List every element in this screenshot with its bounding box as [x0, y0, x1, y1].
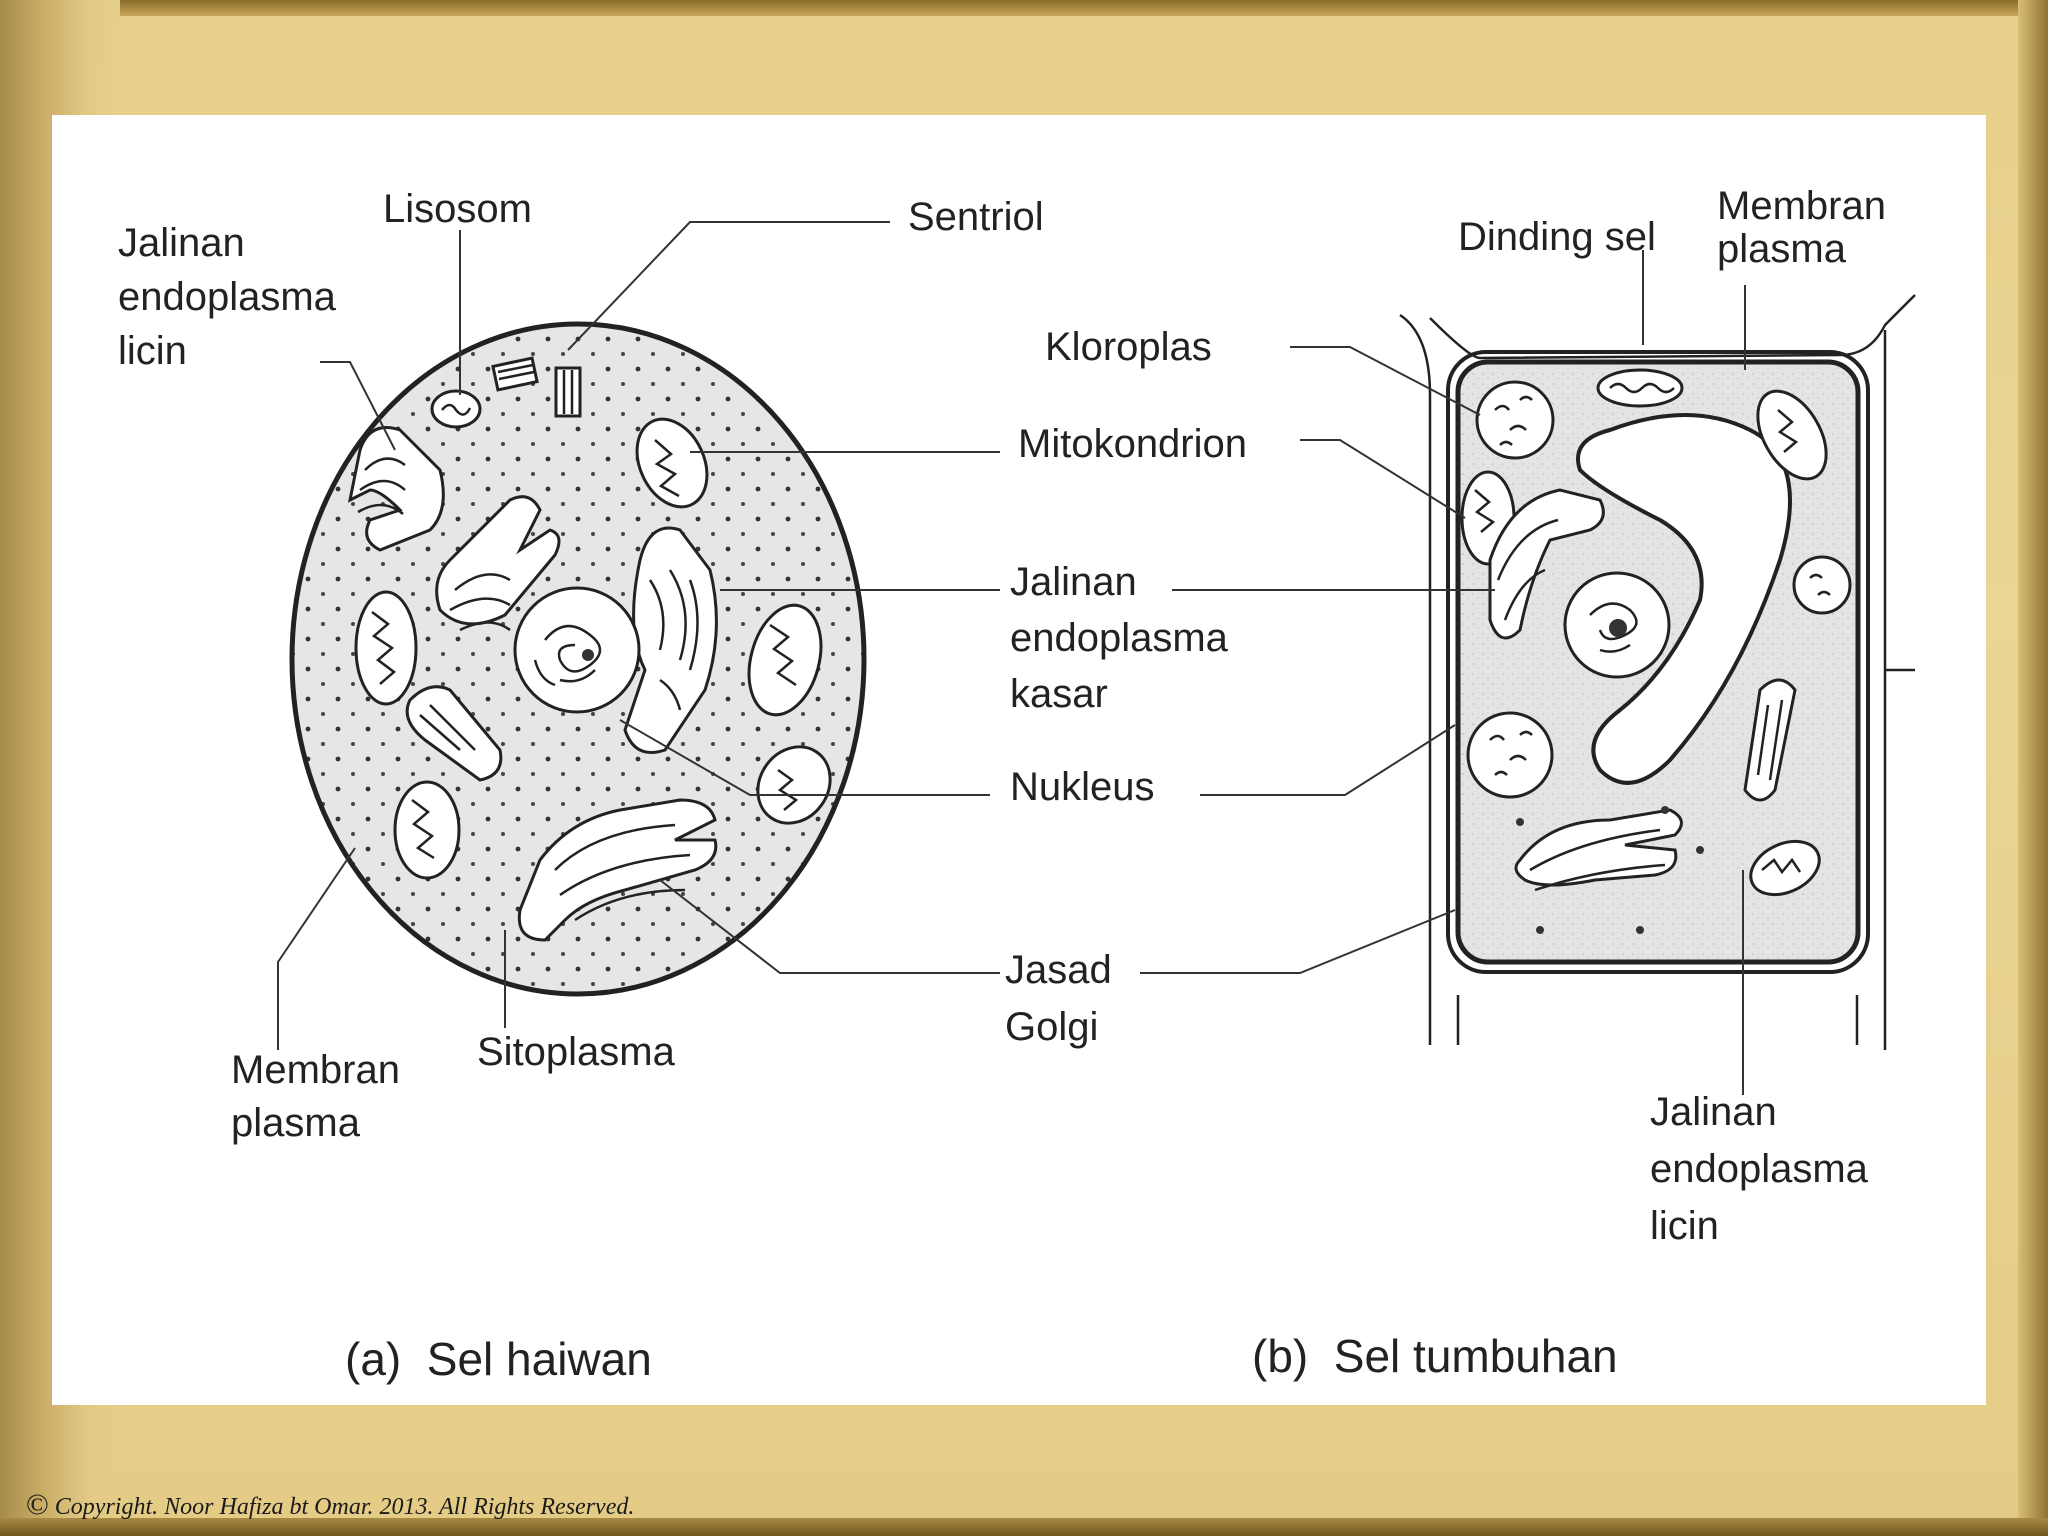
label-dinding-sel: Dinding sel — [1458, 215, 1656, 259]
rough-er-organelle — [405, 495, 718, 782]
label-jasad-golgi: Jasad Golgi — [1005, 948, 1123, 1049]
plant-cell — [1140, 250, 1916, 1095]
label-sentriol: Sentriol — [908, 195, 1044, 239]
plant-leader-lines — [1140, 250, 1746, 1095]
label-jer-licin-animal: Jalinan endoplasma licin — [118, 221, 347, 373]
label-lisosom: Lisosom — [383, 187, 532, 231]
label-membran-plasma-animal: Membran plasma — [231, 1048, 411, 1145]
label-jer-licin-plant: Jalinan endoplasma licin — [1650, 1090, 1879, 1248]
label-nukleus: Nukleus — [1010, 765, 1155, 809]
animal-leader-lines — [277, 221, 1000, 1050]
lysosome-organelle — [430, 389, 482, 429]
chloroplast-organelle — [1466, 368, 1852, 799]
copyright-symbol: © — [26, 1488, 49, 1521]
smooth-er-organelle — [347, 426, 445, 552]
label-kloroplas: Kloroplas — [1045, 325, 1212, 369]
mitochondrion-organelle — [354, 417, 832, 880]
golgi-organelle — [517, 798, 718, 942]
top-frame — [120, 0, 2048, 16]
label-mitokondrion: Mitokondrion — [1018, 422, 1247, 466]
centriole-organelle — [491, 356, 582, 418]
caption-animal-cell: (a) Sel haiwan — [345, 1333, 652, 1385]
copyright-notice: ©Copyright. Noor Hafiza bt Omar. 2013. A… — [26, 1488, 634, 1522]
nucleus-organelle — [513, 586, 641, 714]
caption-plant-cell: (b) Sel tumbuhan — [1252, 1330, 1618, 1382]
label-sitoplasma: Sitoplasma — [477, 1030, 676, 1074]
plant-rough-er-organelle — [1488, 488, 1797, 802]
bottom-frame — [0, 1518, 2048, 1536]
plant-golgi-organelle — [1514, 806, 1704, 934]
right-frame — [2018, 0, 2048, 1536]
copyright-text: Copyright. Noor Hafiza bt Omar. 2013. Al… — [54, 1494, 635, 1520]
label-membran-plasma-plant: Membran plasma — [1717, 184, 1897, 271]
label-jer-kasar: Jalinan endoplasma kasar — [1010, 560, 1239, 716]
animal-cell — [277, 221, 1000, 1050]
plant-nucleus-organelle — [1563, 571, 1671, 679]
